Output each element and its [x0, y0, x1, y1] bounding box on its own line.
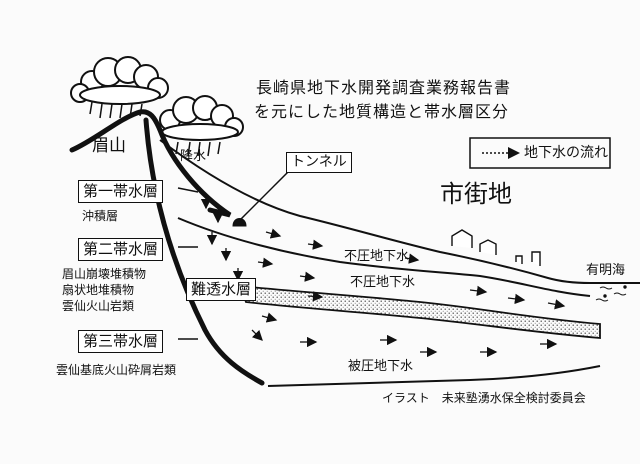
flow-arrows: [200, 196, 566, 358]
aquifer-2-desc-3: 雲仙火山岩類: [62, 299, 135, 313]
rain-label: 降水: [180, 149, 207, 164]
title-line-2: を元にした地質構造と帯水層区分: [254, 102, 510, 121]
tunnel-label: トンネル: [286, 152, 352, 174]
aquiclude-layer: [238, 284, 601, 339]
illustration-credit: イラスト 未来塾湧水保全検討委員会: [382, 391, 586, 405]
aquifer-2-desc-2: 扇状地堆積物: [62, 283, 135, 297]
mayuyama-label: 眉山: [92, 136, 126, 156]
arrow-right-icon: [482, 147, 520, 159]
aquifer-2-label: 第二帯水層: [78, 238, 164, 261]
city-label: 市街地: [440, 180, 512, 208]
first-aquifer-base: [177, 217, 591, 297]
unconfined-water-label-1: 不圧地下水: [344, 249, 410, 264]
ariake-sea-label: 有明海: [586, 263, 626, 278]
legend-box: [469, 137, 611, 169]
tunnel-icon: [232, 218, 247, 227]
third-aquifer-base: [267, 365, 601, 387]
city-buildings-icon: [451, 229, 541, 266]
sea-waves: [595, 285, 627, 302]
aquifer-3-desc-1: 雲仙基底火山砕屑岩類: [56, 363, 177, 377]
cloud-icon-left: [70, 56, 169, 105]
aquifer-1-label: 第一帯水層: [78, 180, 164, 203]
aquifer-1-desc-1: 沖積層: [82, 209, 119, 223]
fault-line: [143, 117, 265, 386]
mountain-profile: [69, 109, 232, 218]
title-line-1: 長崎県地下水開発調査業務報告書: [256, 78, 512, 97]
aquifer-2-desc-1: 眉山崩壊堆積物: [62, 267, 147, 281]
aquifer-3-label: 第三帯水層: [78, 330, 164, 353]
legend-label: 地下水の流れ: [524, 145, 608, 161]
aquiclude-label: 難透水層: [186, 278, 257, 301]
cloud-icon-right: [159, 95, 244, 141]
confined-water-label: 被圧地下水: [348, 359, 414, 374]
ground-surface: [159, 139, 640, 284]
unconfined-water-label-2: 不圧地下水: [350, 275, 416, 290]
